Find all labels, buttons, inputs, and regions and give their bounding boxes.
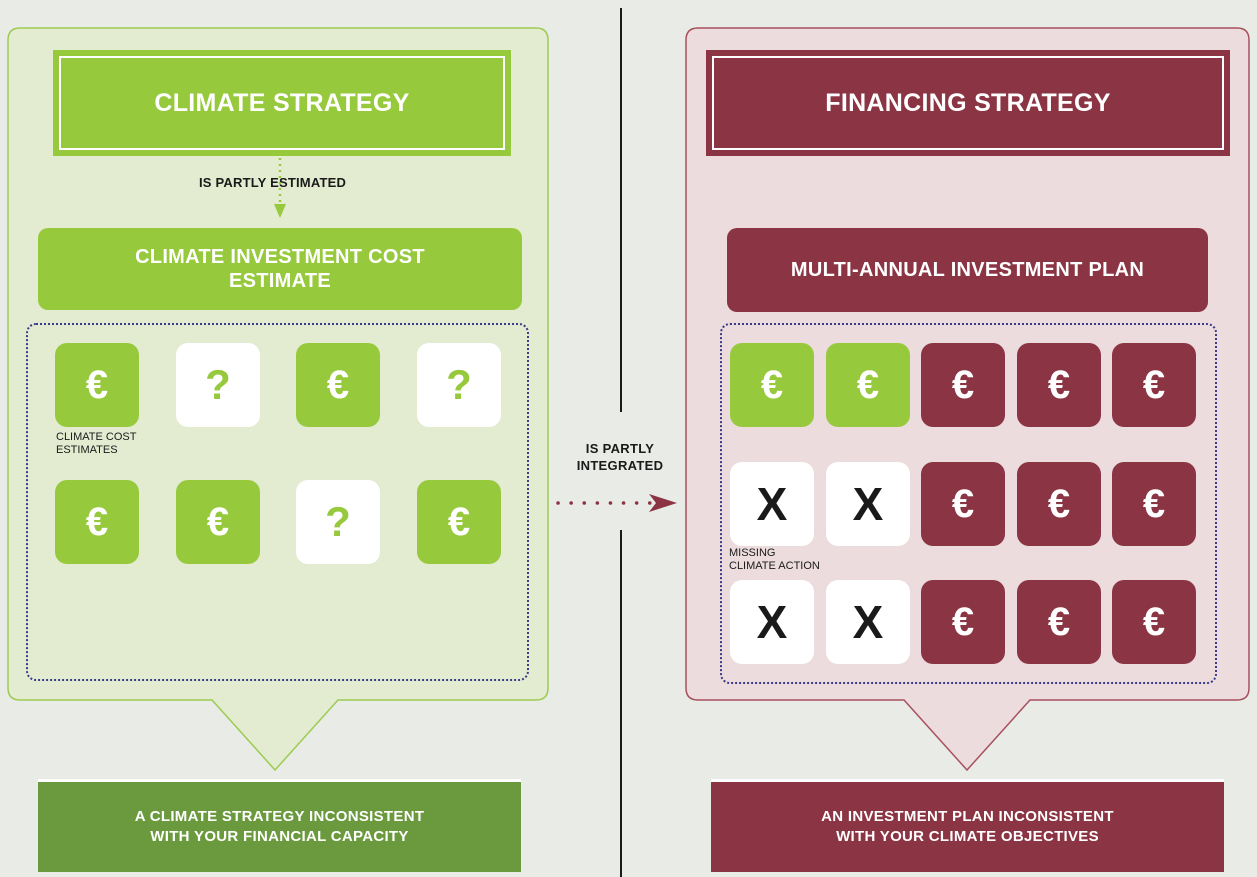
- left-conclusion: A CLIMATE STRATEGY INCONSISTENT WITH YOU…: [135, 807, 425, 847]
- left-subtitle: CLIMATE INVESTMENT COST ESTIMATE: [135, 245, 425, 293]
- right-subtitle-box: MULTI-ANNUAL INVESTMENT PLAN: [727, 228, 1208, 312]
- euro-investment-tile: €: [921, 580, 1005, 664]
- right-note-line2: CLIMATE ACTION: [729, 560, 820, 572]
- euro-investment-tile: €: [1112, 462, 1196, 546]
- center-divider-bottom: [620, 530, 622, 877]
- left-note-line1: CLIMATE COST: [56, 431, 137, 443]
- unknown-cost-tile: ?: [176, 343, 260, 427]
- left-conclusion-line2: WITH YOUR FINANCIAL CAPACITY: [150, 828, 409, 845]
- left-title-frame: [59, 56, 505, 150]
- climate-euro-tile: €: [730, 343, 814, 427]
- unknown-cost-tile: ?: [417, 343, 501, 427]
- left-subtitle-line1: CLIMATE INVESTMENT COST: [135, 246, 425, 268]
- left-panel-bubble: [7, 27, 549, 772]
- estimated-arrow-icon: [274, 158, 286, 218]
- missing-action-tile: X: [826, 580, 910, 664]
- left-title-box: CLIMATE STRATEGY: [53, 50, 511, 156]
- euro-investment-tile: €: [1112, 580, 1196, 664]
- right-title: FINANCING STRATEGY: [825, 88, 1111, 117]
- integration-label-line1: IS PARTLY: [585, 441, 655, 456]
- right-tiles-area: [720, 323, 1217, 684]
- euro-investment-tile: €: [1017, 580, 1101, 664]
- right-title-frame: [712, 56, 1224, 150]
- integration-label-group: IS PARTLY INTEGRATED: [545, 440, 695, 474]
- center-divider-top: [620, 8, 622, 412]
- euro-investment-tile: €: [1017, 462, 1101, 546]
- integration-label-line2: INTEGRATED: [576, 458, 664, 473]
- right-conclusion: AN INVESTMENT PLAN INCONSISTENT WITH YOU…: [821, 807, 1114, 847]
- left-title: CLIMATE STRATEGY: [154, 88, 410, 117]
- right-conclusion-box: AN INVESTMENT PLAN INCONSISTENT WITH YOU…: [711, 779, 1224, 872]
- right-title-box: FINANCING STRATEGY: [706, 50, 1230, 156]
- euro-investment-tile: €: [921, 343, 1005, 427]
- right-conclusion-line2: WITH YOUR CLIMATE OBJECTIVES: [836, 828, 1099, 845]
- euro-cost-tile: €: [296, 343, 380, 427]
- left-note: CLIMATE COST ESTIMATES: [56, 431, 136, 457]
- euro-investment-tile: €: [1112, 343, 1196, 427]
- right-note: MISSING CLIMATE ACTION: [729, 547, 820, 573]
- integration-arrow-icon: [556, 494, 677, 512]
- estimated-label: IS PARTLY ESTIMATED: [199, 175, 347, 190]
- climate-euro-tile: €: [826, 343, 910, 427]
- right-conclusion-line1: AN INVESTMENT PLAN INCONSISTENT: [821, 808, 1114, 825]
- euro-cost-tile: €: [176, 480, 260, 564]
- euro-investment-tile: €: [921, 462, 1005, 546]
- left-conclusion-line1: A CLIMATE STRATEGY INCONSISTENT: [134, 808, 425, 825]
- missing-action-tile: X: [730, 462, 814, 546]
- right-note-line1: MISSING: [729, 547, 776, 559]
- left-subtitle-box: CLIMATE INVESTMENT COST ESTIMATE: [38, 228, 522, 310]
- unknown-cost-tile: ?: [296, 480, 380, 564]
- euro-cost-tile: €: [55, 480, 139, 564]
- euro-investment-tile: €: [1017, 343, 1101, 427]
- missing-action-tile: X: [730, 580, 814, 664]
- right-subtitle: MULTI-ANNUAL INVESTMENT PLAN: [790, 259, 1145, 281]
- left-note-line2: ESTIMATES: [56, 444, 118, 456]
- left-subtitle-line2: ESTIMATE: [228, 270, 331, 292]
- missing-action-tile: X: [826, 462, 910, 546]
- euro-cost-tile: €: [417, 480, 501, 564]
- left-tiles-area: [26, 323, 529, 681]
- left-conclusion-box: A CLIMATE STRATEGY INCONSISTENT WITH YOU…: [38, 779, 521, 872]
- euro-cost-tile: €: [55, 343, 139, 427]
